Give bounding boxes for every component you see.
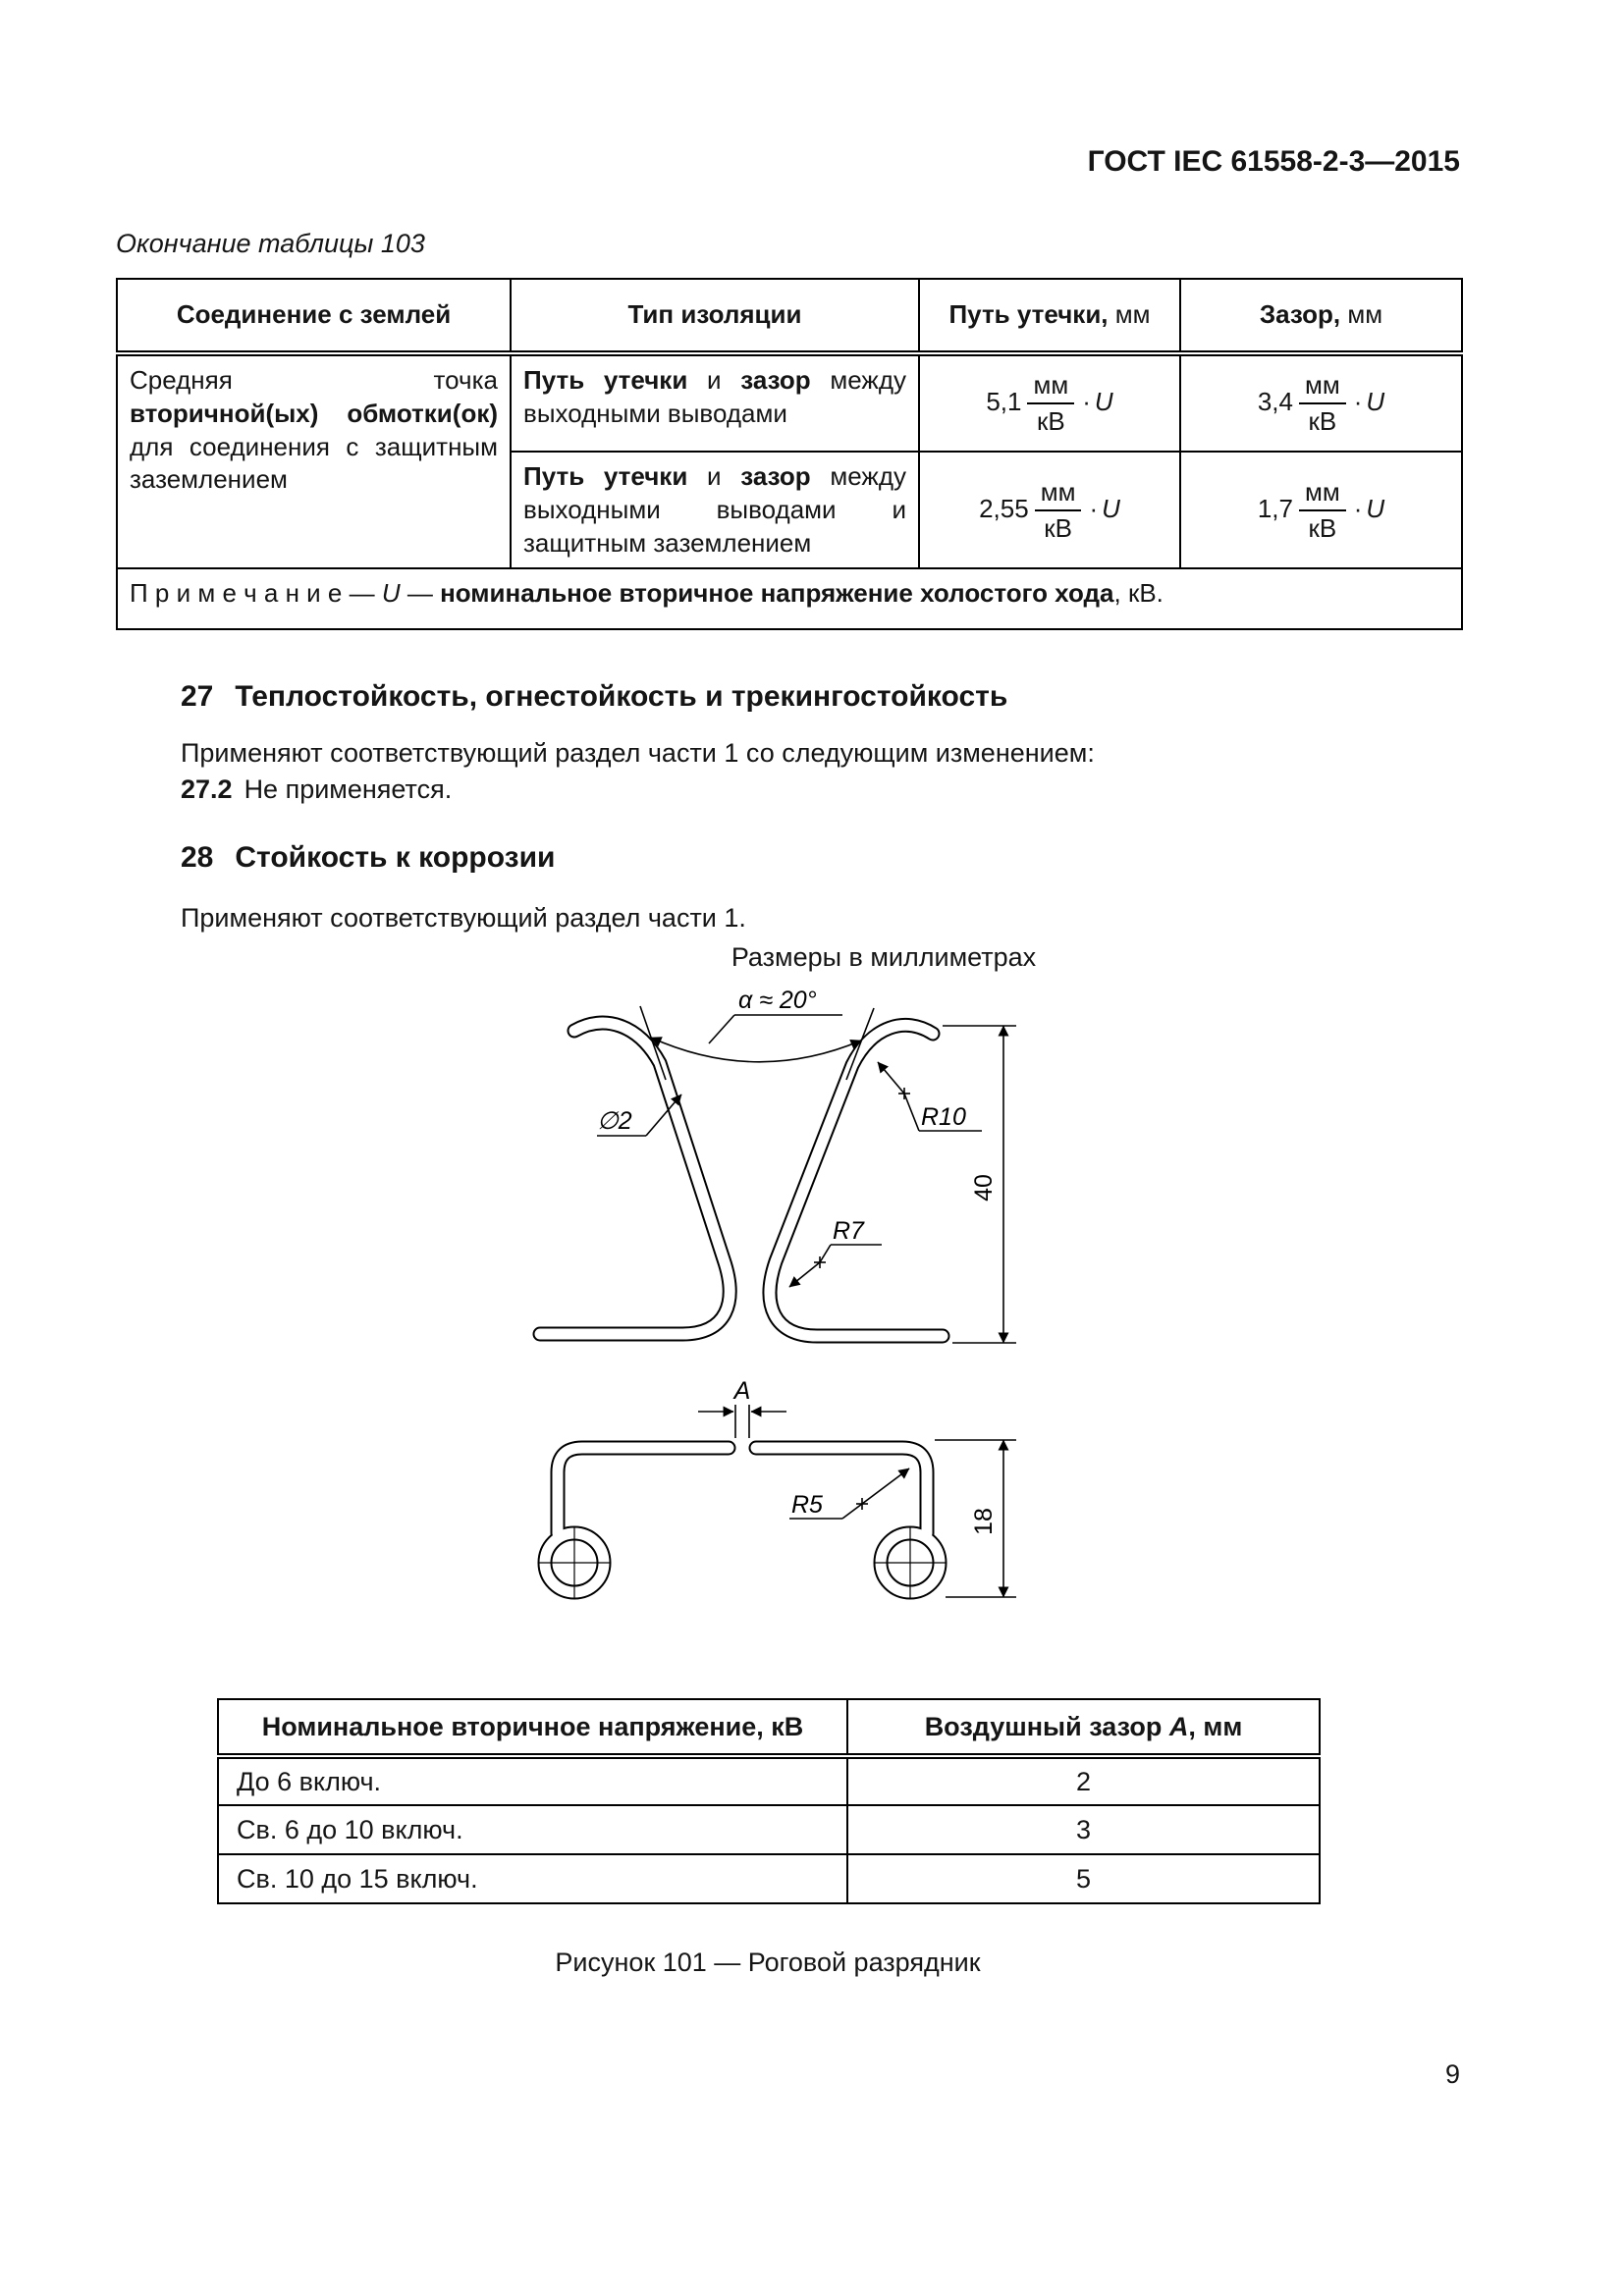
table-103-cell-type-1: Путь утечки и зазор между выходными выво… xyxy=(510,352,920,453)
voltage-range-cell: Св. 10 до 15 включ. xyxy=(217,1853,848,1904)
horn-arrester-drawing: α ≈ 20° ∅2 R10 R7 40 A R5 18 xyxy=(532,987,1016,1600)
figure-table-header-airgap: Воздушный зазор A, мм xyxy=(846,1698,1321,1759)
table-103-header-clearance: Зазор, мм xyxy=(1179,278,1463,356)
r10-label: R10 xyxy=(921,1103,966,1131)
dimensions-note: Размеры в миллиметрах xyxy=(731,942,1037,972)
angle-label: α ≈ 20° xyxy=(738,987,817,1014)
table-row: Путь утечки и зазор между выходными выво… xyxy=(117,450,1463,570)
table-row: Св. 6 до 10 включ. 3 xyxy=(217,1804,1321,1855)
voltage-range-cell: До 6 включ. xyxy=(217,1755,848,1806)
table-103-cell-type-2: Путь утечки и зазор между выходными выво… xyxy=(510,450,920,570)
center-crosshairs xyxy=(538,1526,947,1599)
dimension-lines xyxy=(597,1005,1016,1598)
figure-labels: α ≈ 20° ∅2 R10 R7 40 A R5 18 xyxy=(597,987,998,1535)
diameter-label: ∅2 xyxy=(597,1107,632,1135)
voltage-range-cell: Св. 6 до 10 включ. xyxy=(217,1804,848,1855)
table-note-row: П р и м е ч а н и е — U — номинальное вт… xyxy=(116,567,1463,631)
table-continuation-note: Окончание таблицы 103 xyxy=(116,229,425,258)
r7-label: R7 xyxy=(833,1217,865,1245)
table-row: Св. 10 до 15 включ. 5 xyxy=(217,1853,1321,1904)
airgap-value-cell: 2 xyxy=(846,1755,1321,1806)
horn-arrester-figure: α ≈ 20° ∅2 R10 R7 40 A R5 18 xyxy=(481,987,1168,1664)
table-103-header-connection: Соединение с землей xyxy=(116,278,512,356)
section-27-paragraph: Применяют соответствующий раздел части 1… xyxy=(181,738,1095,768)
table-103-header-row: Соединение с землей Тип изоляции Путь ут… xyxy=(116,278,1463,356)
table-103-header-creepage: Путь утечки, мм xyxy=(918,278,1181,356)
airgap-value-cell: 3 xyxy=(846,1804,1321,1855)
table-103-header-insulation: Тип изоляции xyxy=(510,278,920,356)
figure-table-header-row: Номинальное вторичное напряжение, кВ Воз… xyxy=(217,1698,1321,1759)
gap-a-label: A xyxy=(732,1377,751,1405)
section-28-paragraph: Применяют соответствующий раздел части 1… xyxy=(181,903,746,933)
table-103: Соединение с землей Тип изоляции Путь ут… xyxy=(116,278,1463,631)
dim-40-label: 40 xyxy=(970,1174,998,1201)
table-row: До 6 включ. 2 xyxy=(217,1755,1321,1806)
table-103-note: П р и м е ч а н и е — U — номинальное вт… xyxy=(116,567,1463,631)
rod-outline-white xyxy=(534,1017,948,1598)
doc-code: ГОСТ IEC 61558-2-3—2015 xyxy=(1087,145,1460,178)
dim-18-label: 18 xyxy=(970,1508,998,1535)
figure-table-header-voltage: Номинальное вторичное напряжение, кВ xyxy=(217,1698,848,1759)
figure-101-table: Номинальное вторичное напряжение, кВ Воз… xyxy=(217,1698,1321,1904)
page-number: 9 xyxy=(1444,2059,1460,2089)
table-103-cell-connection: Средняя точка вторичной(ых) обмотки(ок) … xyxy=(116,351,512,570)
figure-caption: Рисунок 101 — Роговой разрядник xyxy=(555,1948,981,1977)
r5-label: R5 xyxy=(791,1491,823,1519)
table-row: Средняя точка вторичной(ых) обмотки(ок) … xyxy=(116,351,1463,570)
airgap-value-cell: 5 xyxy=(846,1853,1321,1904)
